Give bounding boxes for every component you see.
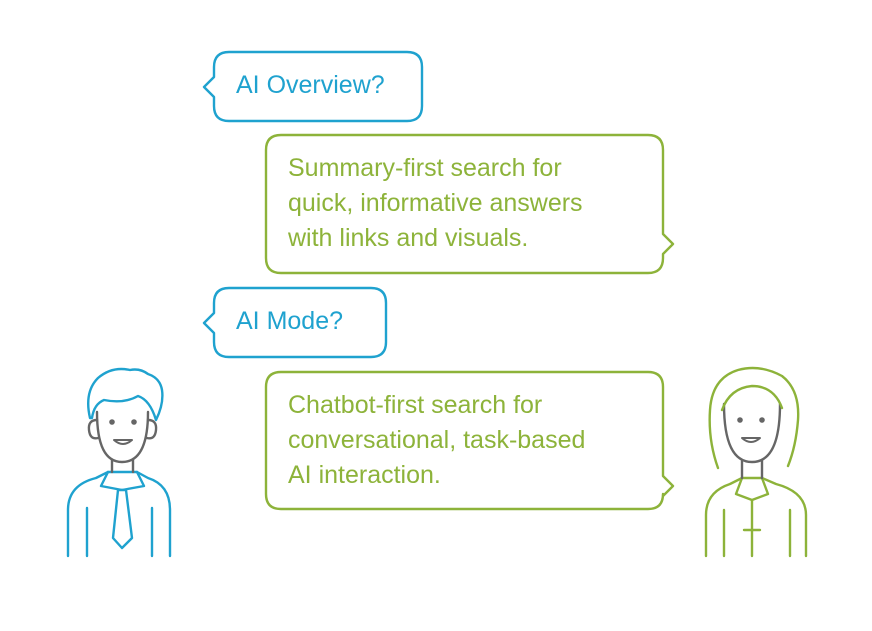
answer-bubble-2 xyxy=(264,370,675,511)
answer-2-text: Chatbot-first search for conversational,… xyxy=(288,391,586,489)
answer-1-text: Summary-first search for quick, informat… xyxy=(288,154,583,252)
man-with-tie-icon xyxy=(66,367,172,558)
question-2-text: AI Mode? xyxy=(236,307,344,335)
question-1-text: AI Overview? xyxy=(236,71,385,99)
question-bubble-2 xyxy=(202,286,388,359)
question-bubble-1 xyxy=(202,50,424,123)
answer-bubble-1 xyxy=(264,133,675,275)
woman-icon xyxy=(704,366,808,558)
